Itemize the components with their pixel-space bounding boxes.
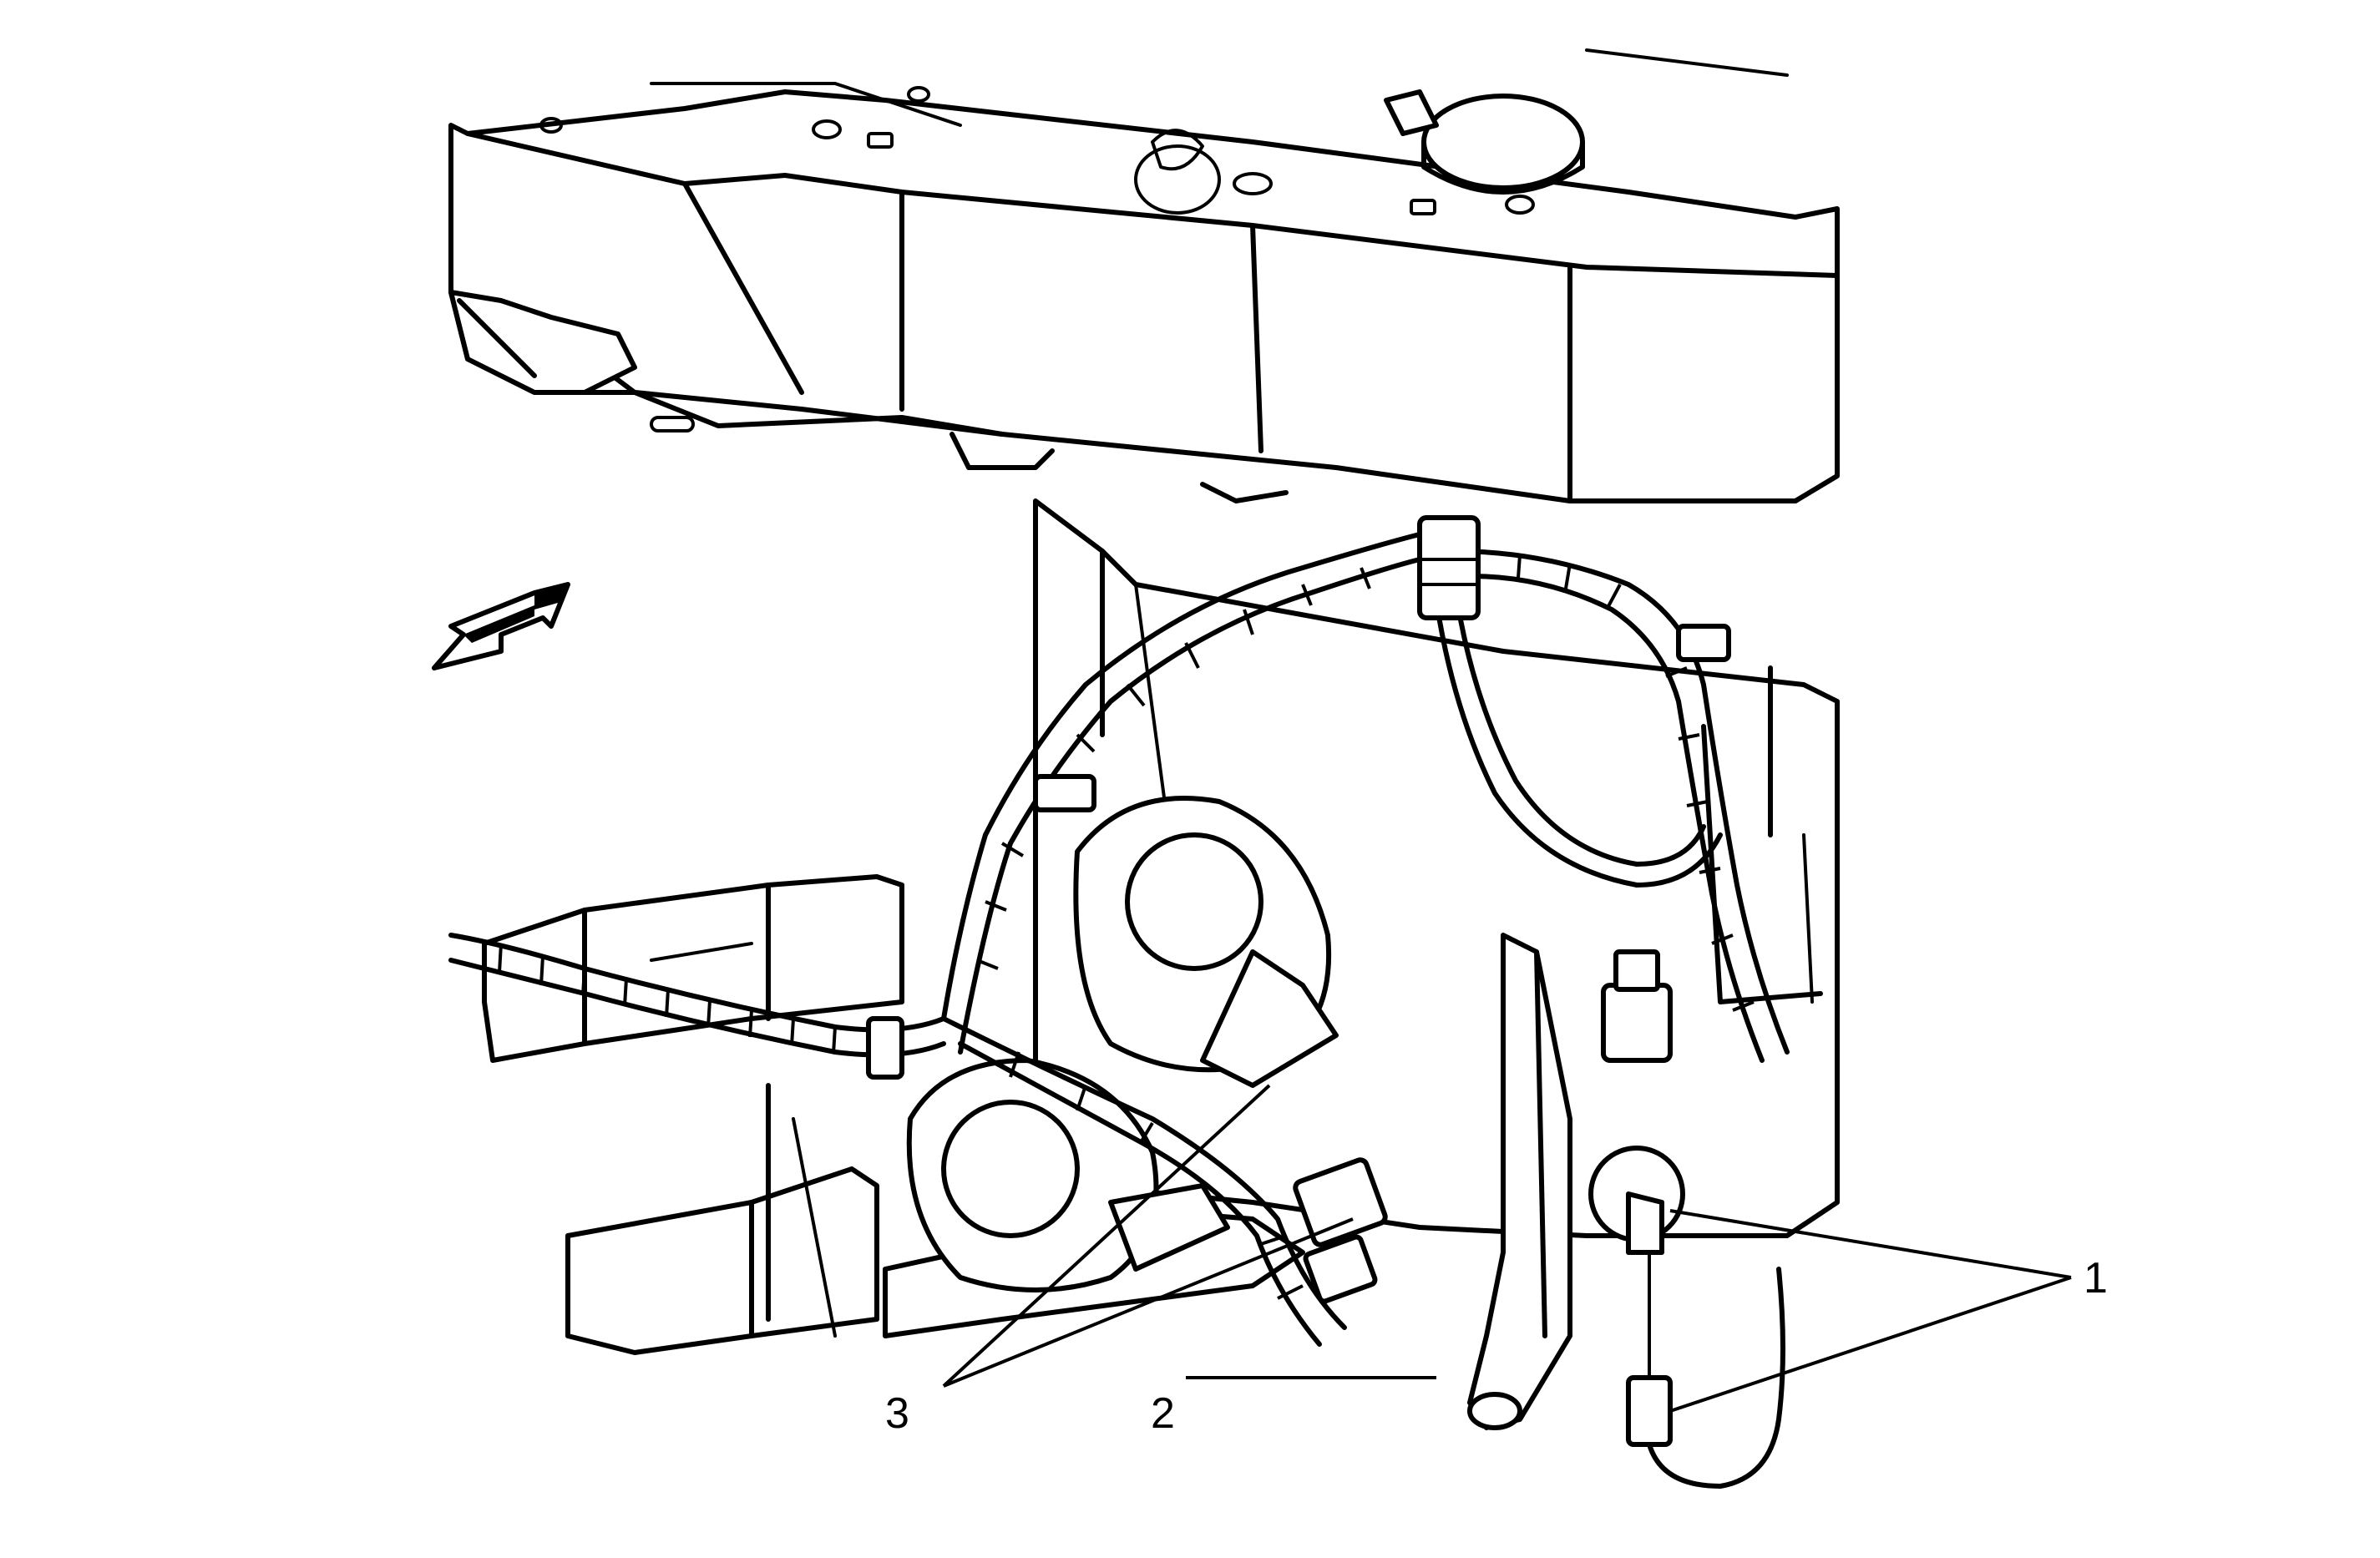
horn-upper — [1073, 796, 1339, 1088]
pigtail-connector — [1626, 1375, 1673, 1447]
connectors — [866, 515, 1785, 1489]
leader-lines — [942, 1084, 2072, 1413]
callout-1: 1 — [2084, 1254, 2108, 1303]
left-bracket — [448, 290, 637, 395]
leader-1b — [1669, 1276, 2072, 1413]
leader-3a — [942, 1084, 1271, 1388]
harness-connector-top — [1417, 515, 1481, 620]
horn-connector-right — [1601, 983, 1673, 1063]
callout-labels: 1 2 3 — [885, 1254, 2108, 1438]
harness-clip-left — [1033, 774, 1096, 812]
radiator-support — [448, 48, 1840, 503]
front-direction-arrow-icon — [432, 582, 570, 670]
callout-3: 3 — [885, 1389, 909, 1438]
reservoir-cap — [1384, 89, 1585, 195]
harness-clip-lower — [866, 1016, 904, 1080]
callout-2: 2 — [1151, 1389, 1175, 1438]
wiring-harness — [448, 532, 1790, 1347]
leader-3b — [943, 1217, 1354, 1388]
horn-bracket — [1467, 933, 1685, 1430]
horn-connector — [1293, 1157, 1388, 1247]
leader-1a — [1669, 1209, 2072, 1279]
